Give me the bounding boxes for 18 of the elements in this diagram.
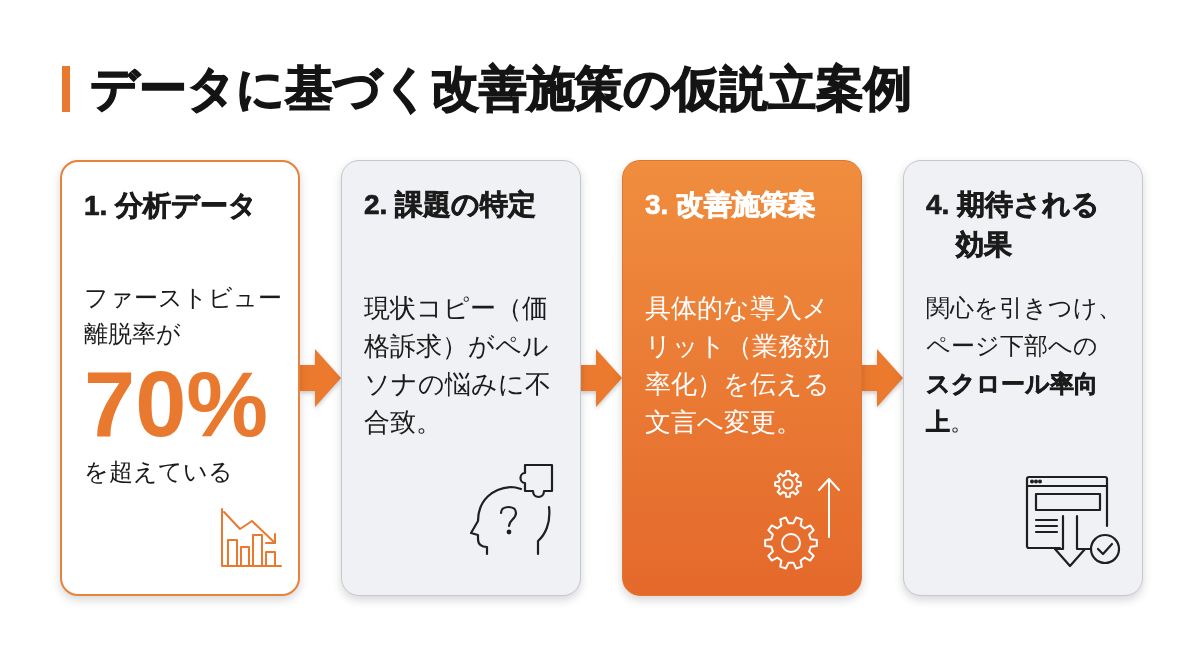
card-text: 具体的な導入メリット（業務効率化）を伝える文言へ変更。 — [645, 292, 831, 439]
step-card — [622, 160, 862, 596]
card-heading: 1. 分析データ — [84, 189, 258, 223]
page-title: データに基づく改善施策の仮説立案例 — [90, 61, 912, 117]
card-text: 現状コピー（価格訴求）がペルソナの悩みに不合致。 — [364, 292, 552, 439]
card-text: ファーストビュー離脱率が — [84, 283, 283, 349]
card-heading: 4. 期待される効果 — [926, 188, 1102, 262]
arrow — [300, 349, 341, 407]
big-number: 70% — [84, 356, 269, 452]
card-text: 関心を引きつけ、ページ下部へのスクロール率向上。 — [926, 293, 1122, 437]
card-heading: 2. 課題の特定 — [364, 188, 537, 222]
step-card — [903, 160, 1143, 596]
card-heading: 3. 改善施策案 — [645, 188, 817, 222]
step-card — [60, 160, 300, 596]
card-text: を超えている — [84, 457, 233, 487]
arrow — [862, 349, 903, 407]
arrow — [581, 349, 622, 407]
step-card — [341, 160, 581, 596]
